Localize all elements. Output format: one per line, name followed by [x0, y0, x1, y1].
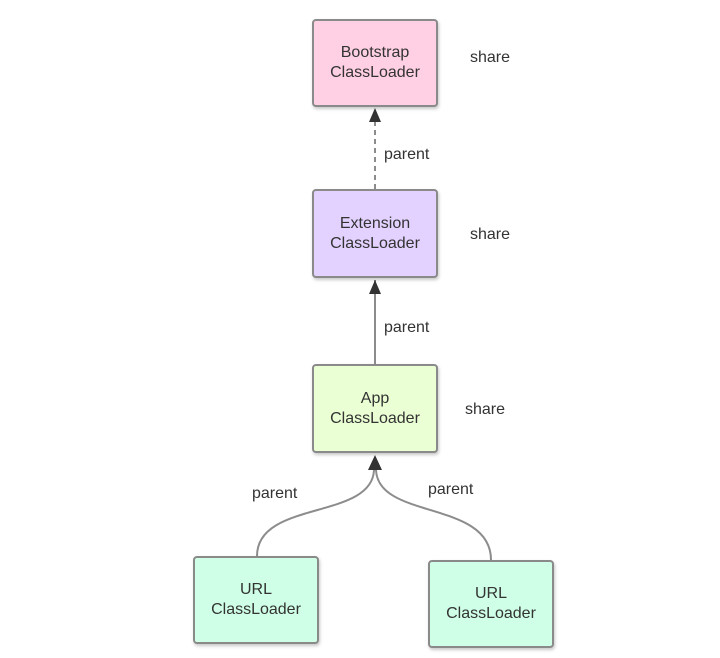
app-classloader-node: App ClassLoader [312, 364, 438, 453]
share-label-extension: share [470, 226, 511, 243]
parent-label-app-to-extension: parent [384, 319, 430, 336]
node-label-line1: URL [474, 585, 507, 602]
edge-url2-to-app [375, 469, 492, 561]
parent-label-url2-to-app: parent [428, 481, 474, 498]
node-label-line2: ClassLoader [211, 601, 301, 618]
url-classloader-node-right: URL ClassLoader [428, 560, 554, 648]
share-label-app: share [465, 401, 506, 418]
arrowhead-extension [369, 280, 381, 294]
node-label-line1: App [360, 389, 390, 407]
arrowhead-app [368, 455, 382, 470]
extension-classloader-node: Extension ClassLoader [312, 189, 438, 278]
bootstrap-classloader-node: Bootstrap ClassLoader [312, 19, 438, 107]
url-classloader-node-left: URL ClassLoader [193, 556, 319, 644]
node-label-line2: ClassLoader [446, 605, 536, 622]
node-label-line1: URL [239, 581, 272, 598]
node-label-line2: ClassLoader [330, 64, 420, 81]
arrowhead-bootstrap [369, 108, 381, 122]
parent-label-extension-to-bootstrap: parent [384, 146, 430, 163]
node-label-line1: Extension [339, 214, 411, 232]
share-label-bootstrap: share [470, 49, 511, 66]
edge-url1-to-app [256, 469, 375, 557]
parent-label-url1-to-app: parent [252, 485, 298, 502]
node-label-line2: ClassLoader [330, 409, 420, 427]
node-label-line1: Bootstrap [340, 44, 410, 61]
node-label-line2: ClassLoader [330, 234, 420, 252]
